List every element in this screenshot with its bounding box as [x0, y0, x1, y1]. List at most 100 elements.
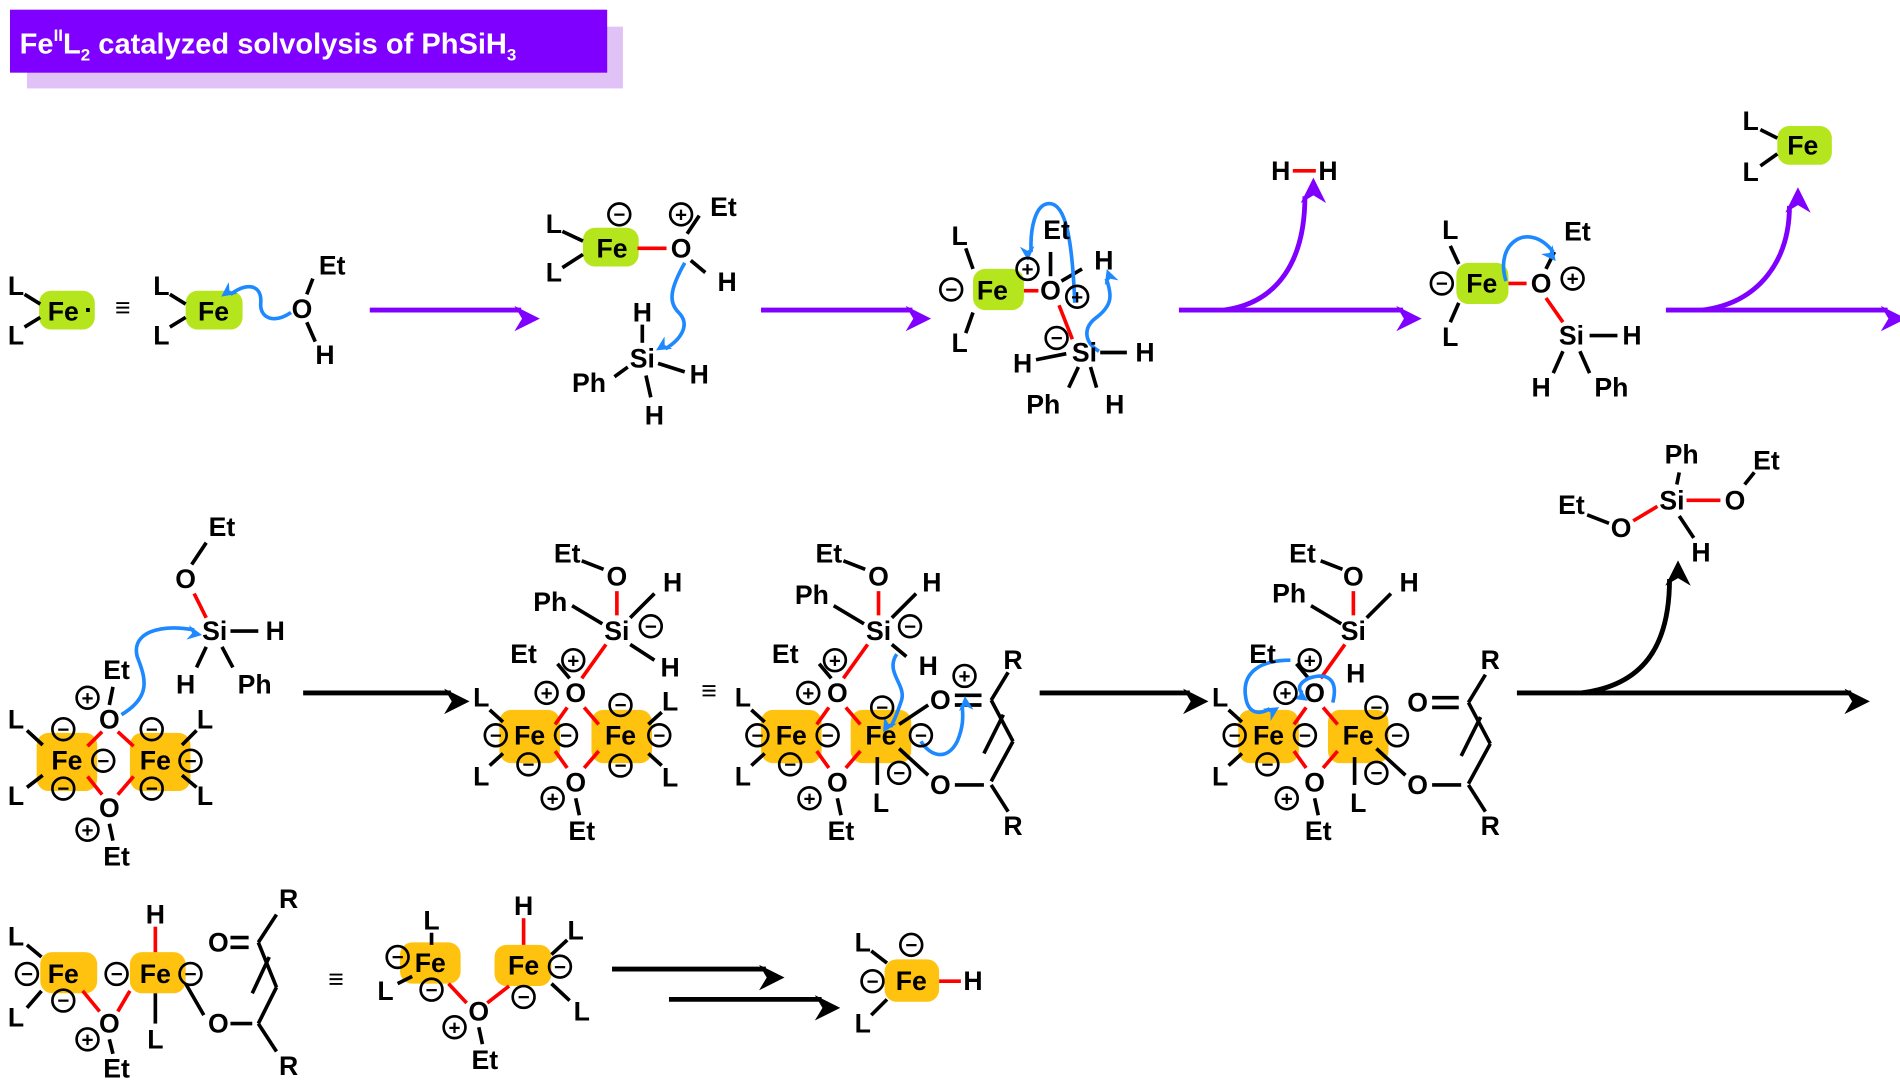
- negative-charge: −: [51, 988, 76, 1013]
- bond: [194, 646, 208, 669]
- bond: [685, 214, 701, 235]
- bond: [964, 311, 975, 334]
- bond: [1675, 472, 1682, 485]
- bond: [25, 773, 44, 789]
- charge-sign: −: [111, 963, 123, 986]
- negative-charge: −: [1292, 723, 1318, 748]
- ligand-label: L: [197, 705, 213, 735]
- r-group: R: [1481, 645, 1500, 675]
- bond: [1586, 513, 1610, 525]
- charge-sign: −: [392, 946, 404, 969]
- charge-sign: −: [915, 724, 927, 747]
- ethyl-group: Et: [568, 816, 595, 846]
- positive-charge: +: [1560, 266, 1585, 291]
- iron-atom: Fe: [865, 720, 896, 750]
- positive-charge: +: [442, 1014, 467, 1040]
- fe-monomer-highlight: [1777, 125, 1832, 165]
- bond: [989, 671, 1010, 702]
- charge-circle: [442, 1014, 467, 1040]
- bond: [1578, 350, 1592, 374]
- ethyl-group: Et: [103, 1053, 130, 1083]
- fe-monomer-highlight: [973, 268, 1024, 311]
- negative-charge: −: [547, 954, 573, 979]
- oxygen-atom: O: [607, 562, 628, 592]
- iron-atom: Fe: [140, 746, 171, 776]
- product-arrow: [1580, 560, 1691, 696]
- bond: [890, 592, 918, 620]
- bond: [1466, 673, 1487, 704]
- new-bond: [1057, 304, 1075, 340]
- bond: [180, 773, 198, 789]
- fe-dimer-highlight: [494, 944, 552, 987]
- ligand-label: L: [147, 1024, 163, 1054]
- new-bond: [582, 749, 601, 770]
- ethyl-group: Et: [828, 816, 855, 846]
- bond: [1227, 708, 1244, 724]
- charge-circle: [75, 685, 100, 710]
- new-bond: [582, 706, 601, 726]
- charge-sign: −: [1051, 327, 1063, 350]
- phenyl-group: Ph: [795, 580, 829, 610]
- bond: [1227, 752, 1244, 767]
- charge-circle: [51, 988, 76, 1013]
- positive-charge: +: [822, 647, 848, 673]
- charge-sign: −: [21, 963, 33, 986]
- charge-sign: −: [614, 694, 626, 717]
- bond: [550, 982, 571, 1002]
- negative-charge: −: [886, 760, 912, 786]
- charge-sign: +: [1304, 649, 1316, 672]
- iron-atom: Fe: [1466, 268, 1497, 298]
- charge-sign: +: [1022, 258, 1034, 281]
- ligand-label: L: [662, 686, 678, 716]
- iron-atom: Fe: [596, 233, 627, 263]
- charge-circle: [483, 723, 508, 748]
- negative-charge: −: [1429, 271, 1455, 296]
- charge-sign: −: [554, 956, 566, 979]
- oxygen-atom: O: [292, 294, 313, 324]
- ligand-label: L: [377, 976, 393, 1006]
- oxygen-atom: O: [565, 678, 586, 708]
- new-bond: [844, 749, 862, 770]
- negative-charge: −: [815, 723, 840, 748]
- charge-sign: +: [541, 682, 553, 705]
- r-group: R: [1481, 811, 1500, 841]
- new-bond: [116, 730, 135, 748]
- charge-sign: −: [653, 724, 665, 747]
- bond: [1365, 592, 1393, 620]
- ethyl-group: Et: [816, 539, 843, 569]
- bond: [488, 708, 505, 724]
- negative-charge: −: [385, 944, 410, 970]
- ligand-label: L: [735, 761, 751, 791]
- charge-sign: −: [613, 204, 625, 227]
- fe-dimer-highlight: [761, 709, 822, 764]
- title-text: FeIIL2 catalyzed solvolysis of PhSiH3: [20, 26, 517, 64]
- charge-sign: −: [645, 615, 657, 638]
- oxygen-atom: O: [1304, 768, 1325, 798]
- ligand-label: L: [1212, 683, 1228, 713]
- bond: [184, 982, 206, 1017]
- bond: [890, 643, 908, 658]
- fe-dimer-highlight: [36, 732, 98, 792]
- oxygen-atom: O: [1531, 268, 1552, 298]
- hydrogen-atom: H: [1094, 245, 1113, 275]
- bond: [1310, 604, 1343, 626]
- r-group: R: [279, 884, 298, 914]
- positive-charge: +: [1064, 284, 1090, 310]
- iron-atom: Fe: [198, 296, 229, 326]
- charge-sign: −: [146, 718, 158, 741]
- bond: [168, 292, 187, 306]
- negative-charge: −: [608, 753, 633, 778]
- charge-circle: [1044, 325, 1069, 351]
- oxygen-atom: O: [208, 927, 229, 957]
- bond: [1312, 797, 1321, 816]
- bond: [869, 998, 889, 1017]
- iron-atom: Fe: [415, 948, 446, 978]
- bond: [250, 956, 271, 995]
- negative-charge: −: [553, 723, 579, 748]
- metal-highlights: [36, 125, 1832, 1002]
- bond: [220, 646, 235, 669]
- oxygen-atom: O: [1611, 513, 1632, 543]
- bond: [305, 321, 317, 343]
- ligand-label: L: [855, 1009, 871, 1039]
